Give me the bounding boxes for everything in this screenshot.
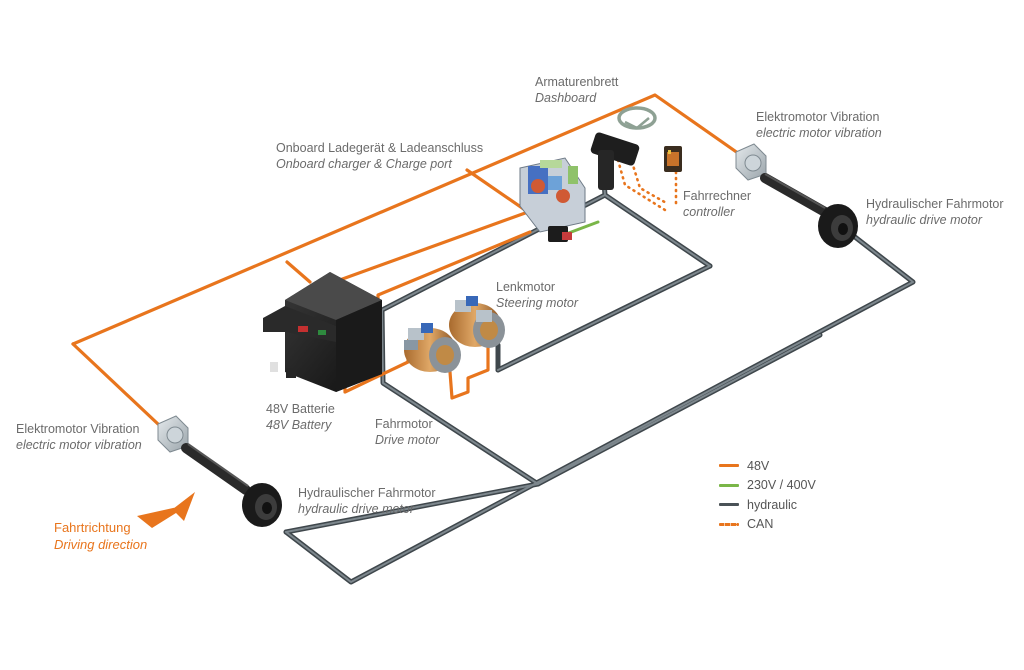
legend-label-48v: 48V <box>747 458 770 473</box>
hydraulic-lines <box>283 179 916 585</box>
legend-item-48v: 48V <box>719 456 816 476</box>
hydraulic-motor-left-icon <box>181 443 282 527</box>
drive-motor-icon <box>404 323 461 373</box>
steering-motor-icon <box>449 296 505 348</box>
hydraulic-motor-right-icon <box>760 173 858 248</box>
label-controller-en: controller <box>683 205 735 219</box>
label-hydraulic-right-en: hydraulic drive motor <box>866 213 983 227</box>
vibration-motor-left-icon <box>157 415 189 453</box>
label-hydraulic-left-en: hydraulic drive motor <box>298 502 415 516</box>
controller-icon <box>664 146 682 172</box>
driving-direction-arrow-icon <box>137 492 195 528</box>
label-dashboard-en: Dashboard <box>535 91 597 105</box>
legend-swatch-48v <box>719 464 739 468</box>
label-driving-direction: Fahrtrichtung Driving direction <box>54 519 147 553</box>
label-controller-de: Fahrrechner <box>683 189 752 203</box>
legend-swatch-230v <box>719 483 739 487</box>
legend-item-230v: 230V / 400V <box>719 476 816 496</box>
label-vibration-right: Elektromotor Vibration electric motor vi… <box>756 109 882 141</box>
label-hydraulic-left-de: Hydraulischer Fahrmotor <box>298 486 436 500</box>
label-driving-direction-en: Driving direction <box>54 537 148 552</box>
label-charger: Onboard Ladegerät & Ladeanschluss Onboar… <box>276 140 483 172</box>
label-dashboard: Armaturenbrett Dashboard <box>535 74 618 106</box>
label-charger-en: Onboard charger & Charge port <box>276 157 452 171</box>
label-steering-motor-de: Lenkmotor <box>496 280 556 294</box>
label-hydraulic-left: Hydraulischer Fahrmotor hydraulic drive … <box>298 485 436 517</box>
can-lines <box>616 158 678 212</box>
battery-icon <box>263 272 382 392</box>
label-battery-en: 48V Battery <box>266 418 332 432</box>
label-steering-motor-en: Steering motor <box>496 296 578 310</box>
label-controller: Fahrrechner controller <box>683 188 751 220</box>
label-charger-de: Onboard Ladegerät & Ladeanschluss <box>276 141 484 155</box>
label-hydraulic-right-de: Hydraulischer Fahrmotor <box>866 197 1004 211</box>
legend: 48V 230V / 400V hydraulic CAN <box>719 456 816 534</box>
onboard-charger-icon <box>519 157 586 242</box>
label-battery: 48V Batterie 48V Battery <box>266 401 335 433</box>
label-drive-motor: Fahrmotor Drive motor <box>375 416 440 448</box>
legend-label-230v: 230V / 400V <box>747 478 816 493</box>
legend-label-hydraulic: hydraulic <box>747 497 798 512</box>
label-driving-direction-de: Fahrtrichtung <box>54 520 131 535</box>
label-battery-de: 48V Batterie <box>266 402 335 416</box>
legend-swatch-can <box>719 522 739 526</box>
vibration-motor-right-icon <box>735 143 767 181</box>
label-vibration-right-en: electric motor vibration <box>756 126 882 140</box>
legend-item-can: CAN <box>719 515 816 535</box>
label-drive-motor-de: Fahrmotor <box>375 417 433 431</box>
label-vibration-left-en: electric motor vibration <box>16 438 142 452</box>
label-vibration-right-de: Elektromotor Vibration <box>756 110 880 124</box>
label-vibration-left: Elektromotor Vibration electric motor vi… <box>16 421 142 453</box>
label-hydraulic-right: Hydraulischer Fahrmotor hydraulic drive … <box>866 196 1004 228</box>
legend-swatch-hydraulic <box>719 503 739 507</box>
legend-item-hydraulic: hydraulic <box>719 495 816 515</box>
label-drive-motor-en: Drive motor <box>375 433 440 447</box>
label-steering-motor: Lenkmotor Steering motor <box>496 279 578 311</box>
steering-wheel-icon <box>590 106 657 190</box>
label-vibration-left-de: Elektromotor Vibration <box>16 422 140 436</box>
label-dashboard-de: Armaturenbrett <box>535 75 619 89</box>
legend-label-can: CAN <box>747 517 774 532</box>
